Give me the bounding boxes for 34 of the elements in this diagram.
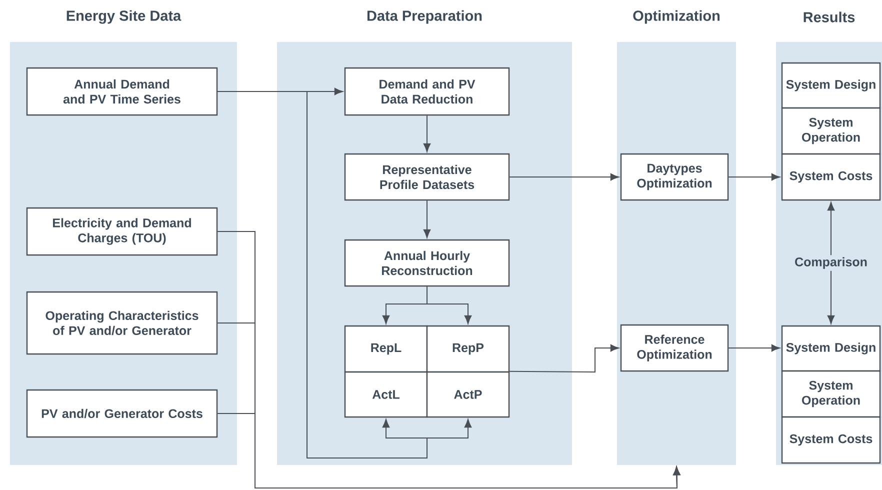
table-cell: System Design (781, 325, 881, 372)
process-box: Representative Profile Datasets (344, 153, 510, 201)
column-heading: Results (804, 12, 855, 22)
arrow (509, 173, 619, 181)
process-box: Demand and PV Data Reduction (344, 67, 510, 116)
table-cell: System Operation (781, 107, 881, 155)
column-heading: Optimization (633, 10, 720, 24)
arrow (423, 200, 431, 238)
arrow (217, 413, 680, 488)
column-heading: Data Preparation (367, 10, 482, 24)
table-cell: System Costs (781, 153, 881, 201)
process-box: Reference Optimization (620, 324, 729, 372)
table-cell: System Operation (781, 370, 881, 418)
process-box: Operating Characteristics of PV and/or Generator (26, 291, 218, 355)
process-box: Daytypes Optimization (620, 153, 729, 201)
arrow (728, 173, 780, 181)
process-box: Annual Hourly Reconstruction (344, 239, 510, 287)
table-cell: RepL (344, 325, 428, 373)
table-cell: ActL (344, 371, 428, 418)
table-cell: System Design (781, 62, 881, 109)
arrow (426, 286, 472, 324)
arrow (217, 91, 472, 458)
table-cell: RepP (426, 325, 510, 373)
column-heading: Energy Site Data (66, 10, 182, 24)
arrow (423, 115, 431, 152)
edge-label: Comparison (792, 255, 870, 271)
process-box: Annual Demand and PV Time Series (26, 67, 218, 116)
table-cell: System Costs (781, 416, 881, 464)
table-cell: ActP (426, 371, 510, 418)
process-box: Electricity and Demand Charges (TOU) (26, 207, 218, 256)
arrow (728, 344, 780, 352)
arrow (827, 202, 835, 324)
process-box: PV and/or Generator Costs (26, 389, 218, 438)
arrow (509, 344, 619, 372)
